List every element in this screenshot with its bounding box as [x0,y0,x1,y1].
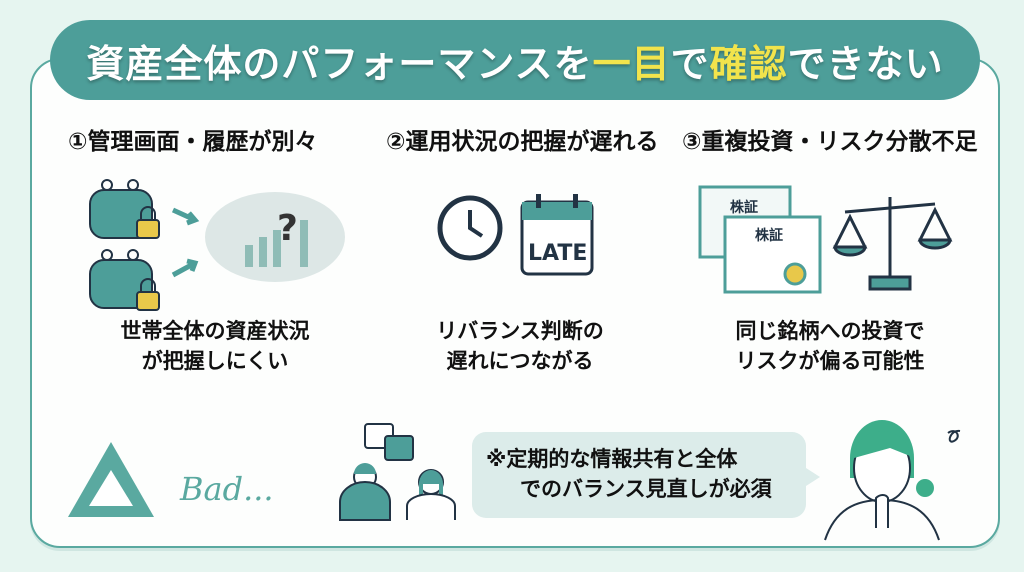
clock-icon [437,195,503,261]
seal-icon [783,262,807,286]
svg-text:株証: 株証 [755,227,783,244]
caption-line: 遅れにつながる [446,349,594,373]
question-mark-icon: ? [277,208,298,249]
title-highlight: 一目 [592,41,671,86]
bad-label: Bad... [180,470,274,508]
section-caption-3: 同じ銘柄への投資でリスクが偏る可能性 [715,316,945,376]
section-caption-1: 世帯全体の資産状況が把握しにくい [100,316,330,376]
arrow-icon [171,207,200,226]
title-text: で [670,41,710,86]
confused-swirl-icon [947,429,961,443]
note-line: でのバランス見直しが必須 [520,477,772,501]
wallet-lock-icon [89,249,160,311]
section-caption-2: リバランス判断の遅れにつながる [405,316,635,376]
note-line: ※定期的な情報共有と全体 [486,447,738,471]
page-title: 資産全体のパフォーマンスを一目で確認できない [50,20,980,100]
balance-scale-icon [832,197,953,291]
caption-line: が把握しにくい [141,349,289,373]
caption-line: リバランス判断の [436,319,604,343]
title-highlight: 確認 [709,41,788,86]
note-speech-bubble: ※定期的な情報共有と全体 でのバランス見直しが必須 [472,432,820,518]
calendar-late-label: LATE [528,241,587,266]
title-text: できない [787,41,944,86]
section-heading-3: ③重複投資・リスク分散不足 [682,129,978,155]
chat-bubble-icon [384,435,414,461]
caption-line: リスクが偏る可能性 [735,349,925,373]
arrow-icon [171,258,199,278]
blurred-chart-icon [245,220,308,267]
section-heading-1: ①管理画面・履歴が別々 [68,129,318,155]
title-text: 資産全体のパフォーマンスを [86,41,593,86]
wallet-lock-icon [89,179,160,239]
wallets-chart-icon: ? [89,179,345,311]
caption-line: 同じ銘柄への投資で [735,319,925,343]
triangle-symbol-icon [68,442,154,517]
svg-text:株証: 株証 [730,199,758,216]
caption-line: 世帯全体の資産状況 [120,319,310,343]
section-heading-2: ②運用状況の把握が遅れる [386,129,659,155]
worried-woman-icon [824,420,961,541]
certificates-scale-icon: 株証 株証 [698,185,953,294]
people-chat-icon [339,423,456,521]
calendar-icon: LATE [520,194,594,276]
